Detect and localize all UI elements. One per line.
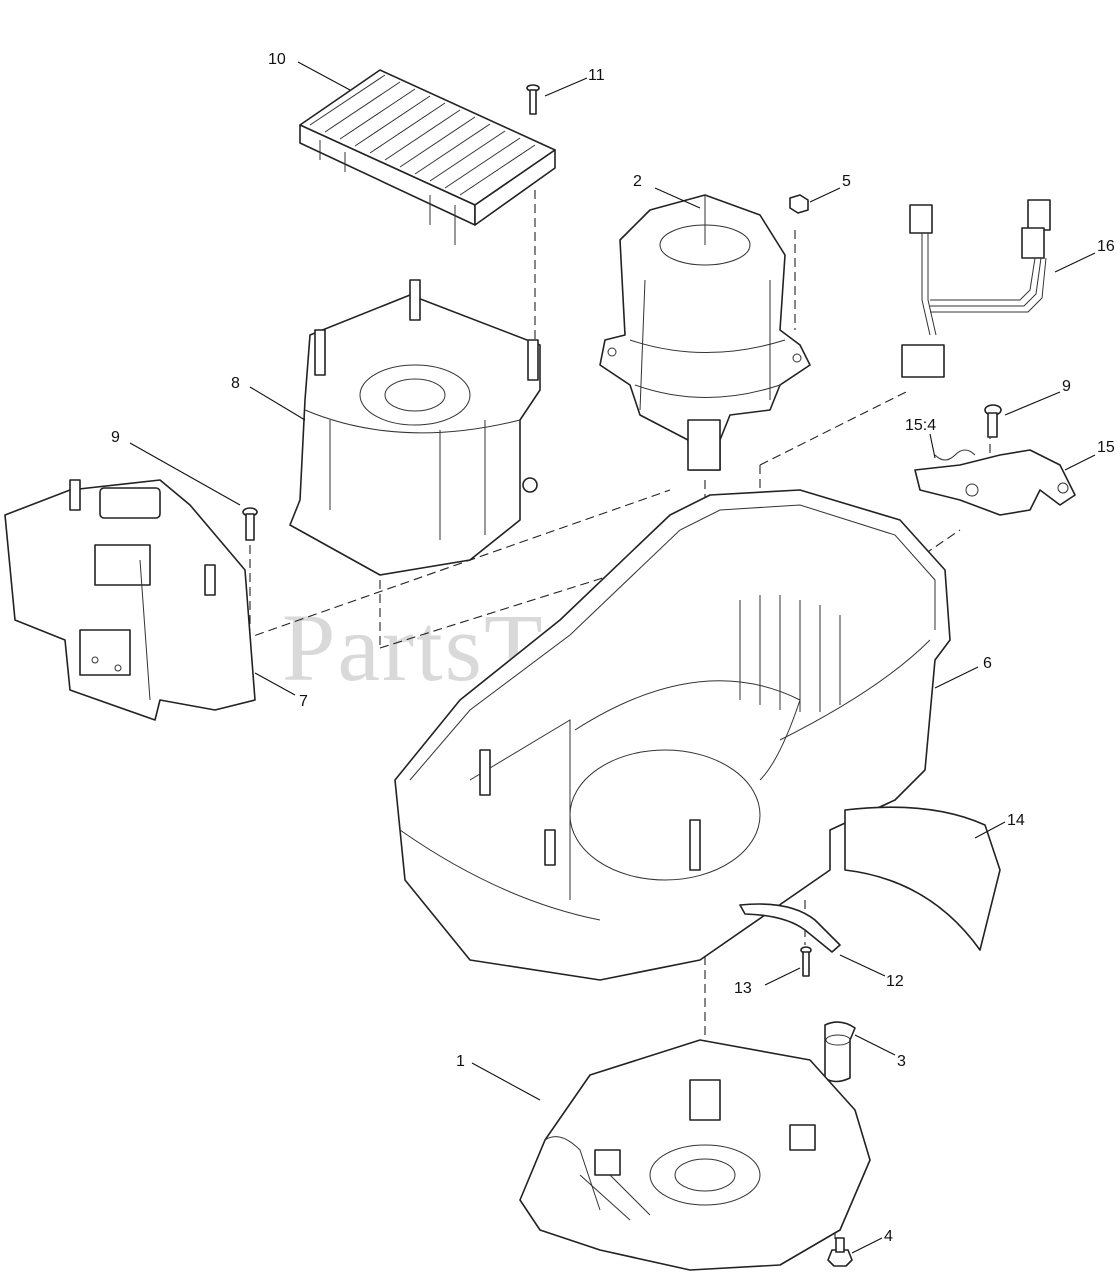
callout-8: 8 [231,375,240,392]
motor [599,194,811,471]
callout-2: 2 [633,173,642,190]
callout-1: 1 [456,1053,465,1070]
callout-11: 11 [588,67,605,84]
curved-guard [844,806,1001,951]
screw-9-left [242,507,258,541]
screw-13 [800,946,812,977]
heat-sink-controller [299,69,556,245]
nut-5 [789,194,809,214]
callout-15-4: 15:4 [905,417,936,434]
callout-7: 7 [299,693,308,710]
callout-9-right: 9 [1062,378,1071,395]
leader-lines [129,61,1096,1254]
callout-16: 16 [1097,238,1115,255]
callout-15: 15 [1097,439,1115,456]
screw-11 [526,84,540,115]
switch-bracket [4,479,256,721]
callout-14: 14 [1007,812,1025,829]
callouts: 10 11 2 5 16 8 9 9 15:4 15 7 6 14 12 13 … [111,51,1115,1245]
base-deck [519,1039,871,1271]
grille-strip [739,903,841,953]
bolt-4 [827,1237,853,1267]
callout-12: 12 [886,973,904,990]
callout-10: 10 [268,51,286,68]
fan-housing [289,279,541,576]
knob [824,1021,856,1083]
wire-harness [901,199,1051,378]
callout-5: 5 [842,173,851,190]
switch-lever [914,449,1076,516]
callout-6: 6 [983,655,992,672]
callout-9-left: 9 [111,429,120,446]
screw-9-right [984,404,1002,438]
callout-4: 4 [884,1228,893,1245]
callout-13: 13 [734,980,752,997]
main-housing [394,489,951,981]
callout-3: 3 [897,1053,906,1070]
